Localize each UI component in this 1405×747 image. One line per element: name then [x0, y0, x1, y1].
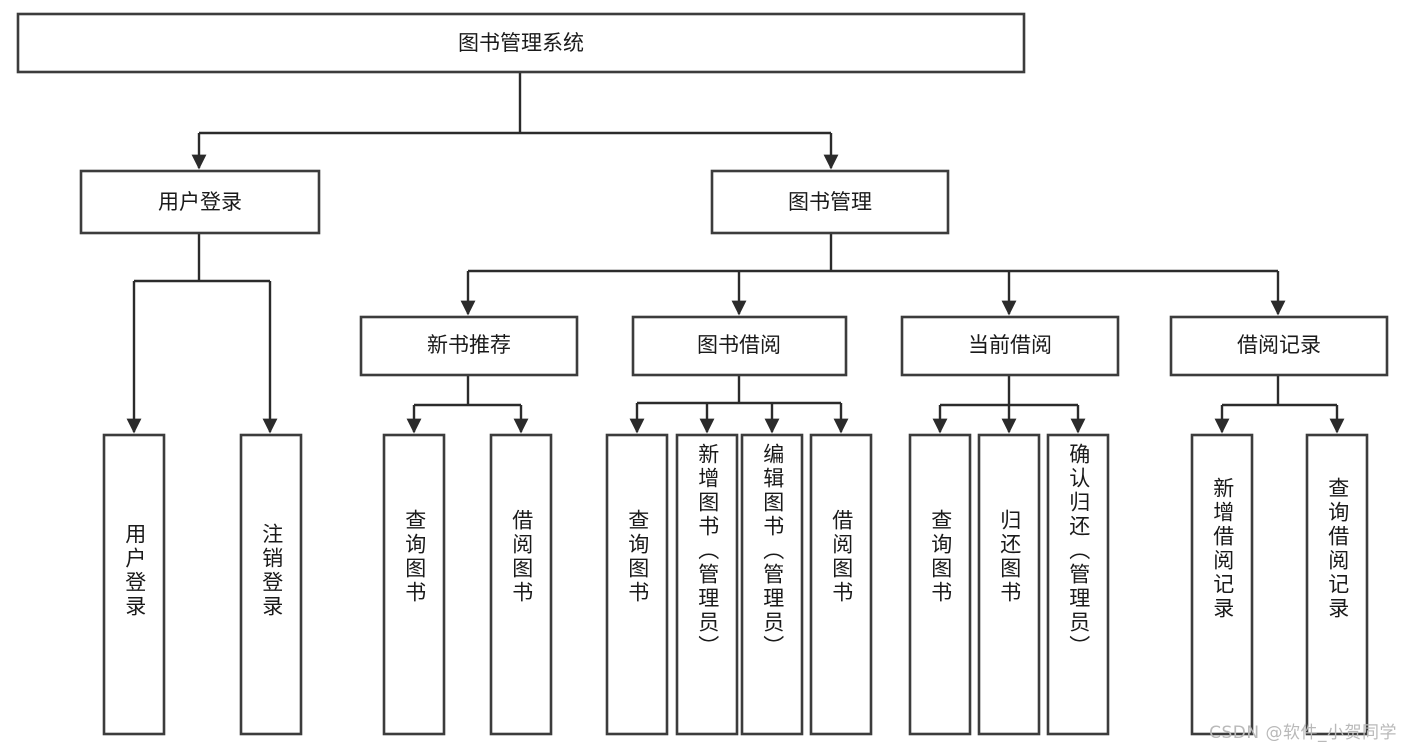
node-book-borrow-label: 图书借阅 [697, 333, 781, 357]
node-user-login[interactable]: 用户登录 [79, 169, 321, 235]
leaf-box-query-record[interactable] [1305, 433, 1369, 736]
leaf-box-query-book-1[interactable] [382, 433, 446, 736]
node-current-borrow[interactable]: 当前借阅 [900, 315, 1120, 377]
node-borrow-record-label: 借阅记录 [1237, 333, 1321, 357]
node-book-management-label: 图书管理 [788, 190, 872, 214]
leaf-group-borrow-record [1190, 433, 1369, 736]
node-book-management[interactable]: 图书管理 [710, 169, 950, 235]
leaf-box-confirm-return[interactable] [1046, 433, 1110, 736]
csdn-watermark: CSDN @软件_小贺同学 [1209, 723, 1397, 743]
node-book-borrow-box[interactable] [631, 315, 848, 377]
leaf-box-add-book[interactable] [675, 433, 739, 736]
leaf-group-user-login [102, 433, 303, 736]
connector-group-book-management [460, 233, 1286, 316]
node-root-label: 图书管理系统 [458, 31, 584, 55]
leaf-group-new-book-recommend [382, 433, 553, 736]
node-user-login-label: 用户登录 [158, 190, 242, 214]
node-user-login-box[interactable] [79, 169, 321, 235]
node-borrow-record[interactable]: 借阅记录 [1169, 315, 1389, 377]
connector-group-book-borrow [629, 375, 849, 434]
leaf-box-return-book[interactable] [977, 433, 1041, 736]
node-new-book-recommend-label: 新书推荐 [427, 333, 511, 357]
leaf-box-query-book-3[interactable] [908, 433, 972, 736]
node-new-book-recommend-box[interactable] [359, 315, 579, 377]
node-root-box[interactable] [16, 12, 1026, 74]
leaf-group-current-borrow [908, 433, 1110, 736]
connector-group-current-borrow [932, 375, 1086, 434]
connector-group-new-book-recommend [406, 375, 529, 434]
node-new-book-recommend[interactable]: 新书推荐 [359, 315, 579, 377]
leaf-box-query-book-2[interactable] [605, 433, 669, 736]
leaf-box-logout[interactable] [239, 433, 303, 736]
node-current-borrow-label: 当前借阅 [968, 333, 1052, 357]
connector-group-borrow-record [1214, 375, 1345, 434]
leaf-box-add-record[interactable] [1190, 433, 1254, 736]
node-root[interactable]: 图书管理系统 [16, 12, 1026, 74]
leaf-box-edit-book[interactable] [740, 433, 804, 736]
leaf-group-book-borrow [605, 433, 873, 736]
node-book-borrow[interactable]: 图书借阅 [631, 315, 848, 377]
connector-group-root [191, 72, 839, 170]
leaf-box-user-login[interactable] [102, 433, 166, 736]
node-current-borrow-box[interactable] [900, 315, 1120, 377]
leaf-box-borrow-book-2[interactable] [809, 433, 873, 736]
connector-group-user-login [126, 233, 278, 434]
node-borrow-record-box[interactable] [1169, 315, 1389, 377]
node-book-management-box[interactable] [710, 169, 950, 235]
leaf-box-borrow-book-1[interactable] [489, 433, 553, 736]
